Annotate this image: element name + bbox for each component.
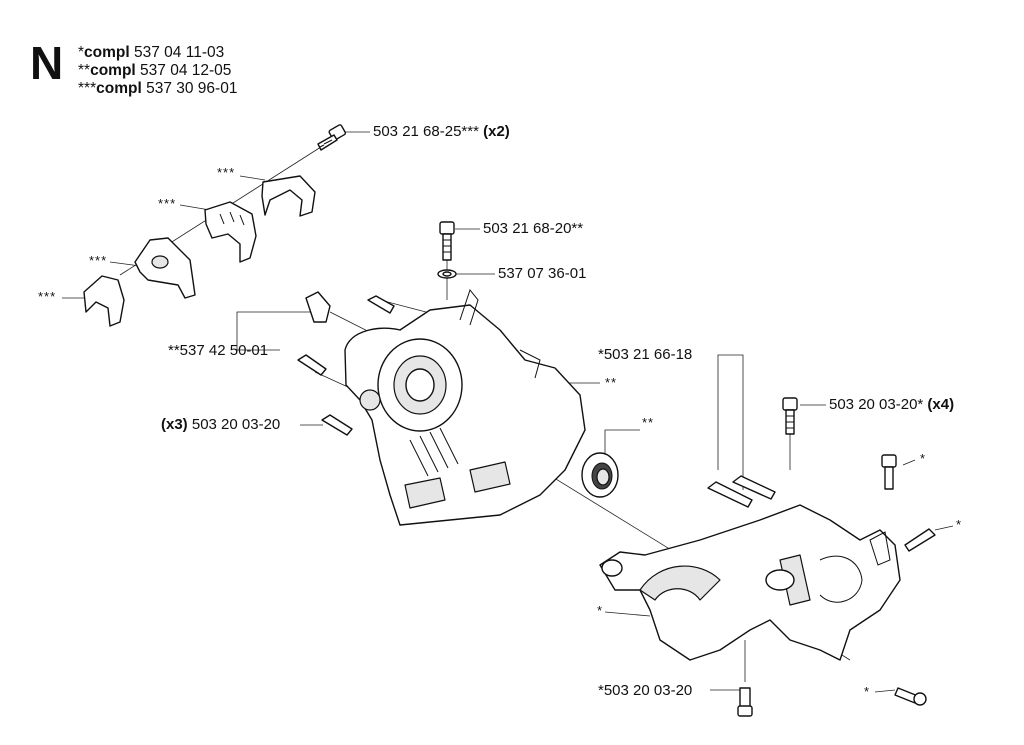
callout-cover-left: **537 42 50-01 <box>168 342 268 360</box>
callout-screw-bottom: *503 20 03-20 <box>598 682 692 700</box>
star-marker-clamp2: *** <box>158 196 177 211</box>
compl-line-3: ***compl 537 30 96-01 <box>78 80 237 98</box>
part-number: 503 20 03-20 <box>191 416 281 433</box>
star-marker-bolt-small: * <box>920 451 927 466</box>
callout-washer: 537 07 36-01 <box>498 265 586 283</box>
star-marker-screw-side: * <box>956 517 963 532</box>
compl-prefix: *** <box>78 80 97 97</box>
compl-number: 537 04 12-05 <box>140 62 232 79</box>
compl-prefix: * <box>78 44 85 61</box>
compl-line-2: **compl 537 04 12-05 <box>78 62 237 80</box>
clamp-parts-drawing <box>83 175 316 327</box>
star-marker-crankcase: ** <box>605 375 618 390</box>
crankcase-half-drawing <box>344 288 586 526</box>
lower-crankcase-drawing <box>599 504 901 661</box>
star-marker-bolt-bottom-right: * <box>864 684 871 699</box>
cover-537-42-50-01-drawing <box>305 291 331 323</box>
compl-number: 537 04 11-03 <box>134 44 225 61</box>
compl-line-1: *compl 537 04 11-03 <box>78 44 237 62</box>
part-number: *503 21 66-18 <box>598 346 693 363</box>
callout-screw-mid: 503 21 68-20** <box>483 220 583 238</box>
screw-503-21-68-20-drawing <box>437 221 457 279</box>
left-screws-drawing <box>297 295 395 436</box>
part-number: **537 42 50-01 <box>168 342 269 359</box>
quantity: (x3) <box>161 416 188 433</box>
compl-label: compl <box>84 44 130 61</box>
star-marker-clamp4: *** <box>38 289 57 304</box>
screw-503-20-03-20-drawing <box>737 397 936 717</box>
bolts-503-21-66-18-drawing <box>707 475 776 508</box>
section-letter: N <box>30 37 64 89</box>
part-number: 537 07 36-01 <box>498 265 587 282</box>
star-marker-clamp3: *** <box>89 253 108 268</box>
seal-drawing <box>581 452 619 498</box>
star-marker-seal: ** <box>642 415 655 430</box>
quantity: (x2) <box>483 123 510 140</box>
compl-number: 537 30 96-01 <box>146 80 238 97</box>
compl-prefix: ** <box>78 62 91 79</box>
compl-label: compl <box>96 80 142 97</box>
part-number: 503 21 68-25*** <box>373 123 479 140</box>
screw-503-21-68-25-drawing <box>317 124 347 151</box>
star-marker-clamp1: *** <box>217 165 236 180</box>
callout-screws-left: (x3) 503 20 03-20 <box>161 416 280 434</box>
part-number: *503 20 03-20 <box>598 682 693 699</box>
star-marker-lower-case: * <box>597 603 604 618</box>
part-number: 503 21 68-20** <box>483 220 584 237</box>
complete-assembly-list: *compl 537 04 11-03 **compl 537 04 12-05… <box>78 44 237 98</box>
callout-bolts-right: *503 21 66-18 <box>598 346 692 364</box>
callout-screw-top: 503 21 68-25*** (x2) <box>373 123 510 141</box>
compl-label: compl <box>90 62 136 79</box>
part-number: 503 20 03-20* <box>829 396 924 413</box>
quantity: (x4) <box>927 396 955 413</box>
callout-screws-right: 503 20 03-20* (x4) <box>829 396 954 414</box>
